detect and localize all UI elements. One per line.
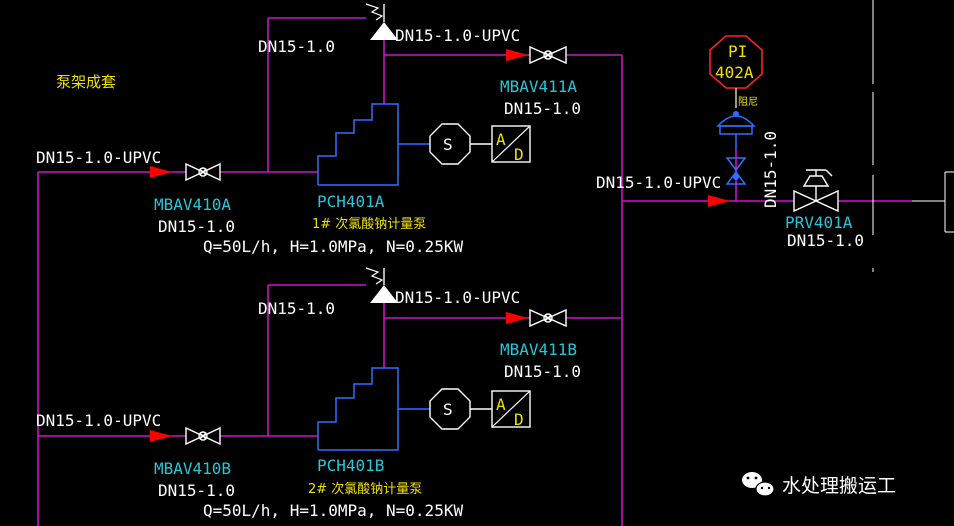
ad-label-b-d: D bbox=[514, 410, 524, 429]
ad-label-a-d: D bbox=[514, 145, 524, 164]
valve-mbav411b-icon bbox=[529, 308, 567, 328]
prv-tag: PRV401A bbox=[785, 213, 853, 232]
pipe-network bbox=[37, 17, 912, 526]
flow-arrow-inlet-a bbox=[150, 166, 172, 178]
motor-label-b: S bbox=[443, 400, 453, 419]
skid-note: 泵架成套 bbox=[56, 73, 116, 91]
watermark-text: 水处理搬运工 bbox=[782, 475, 896, 497]
flow-arrow-outlet-b bbox=[506, 312, 528, 324]
bypass-spec-b: DN15-1.0 bbox=[258, 299, 335, 318]
motor-label-a: S bbox=[443, 135, 453, 154]
inlet-spec-b: DN15-1.0-UPVC bbox=[36, 411, 161, 430]
valve-mbav410b-icon bbox=[185, 426, 221, 446]
inlet-spec-a: DN15-1.0-UPVC bbox=[36, 148, 161, 167]
pump-duty-b: Q=50L/h, H=1.0MPa, N=0.25KW bbox=[203, 501, 463, 520]
valve-size-mbav411b: DN15-1.0 bbox=[504, 362, 581, 381]
valve-size-mbav410b: DN15-1.0 bbox=[158, 481, 235, 500]
valve-size-mbav410a: DN15-1.0 bbox=[158, 217, 235, 236]
pressure-gauge-pi402a-icon bbox=[709, 35, 763, 89]
safety-valve-a-icon bbox=[365, 3, 398, 40]
ad-box-a-icon bbox=[491, 125, 531, 163]
pump-pch401b-icon bbox=[317, 367, 430, 451]
valve-mbav410a-icon bbox=[185, 162, 221, 182]
prv-valve-icon bbox=[793, 169, 839, 213]
flow-arrows bbox=[150, 49, 730, 442]
safety-valve-b-icon bbox=[365, 267, 398, 303]
wechat-icon bbox=[742, 472, 775, 497]
gauge-code: PI bbox=[728, 42, 747, 61]
pump-duty-a: Q=50L/h, H=1.0MPa, N=0.25KW bbox=[203, 237, 463, 256]
safety-line-spec-a: DN15-1.0-UPVC bbox=[395, 26, 520, 45]
ad-box-b-icon bbox=[491, 390, 531, 428]
valve-mbav411a-icon bbox=[529, 45, 567, 65]
safety-line-spec-b: DN15-1.0-UPVC bbox=[395, 288, 520, 307]
ad-label-b-a: A bbox=[496, 395, 506, 414]
valve-size-mbav411a: DN15-1.0 bbox=[504, 99, 581, 118]
motor-a-icon bbox=[429, 123, 492, 165]
valve-tag-mbav410b: MBAV410B bbox=[154, 459, 231, 478]
damper-label: 阻尼 bbox=[738, 96, 758, 108]
damper-icon bbox=[716, 111, 756, 185]
flow-arrow-header bbox=[708, 195, 730, 207]
valve-tag-mbav411b: MBAV411B bbox=[500, 340, 577, 359]
flow-arrow-outlet-a bbox=[506, 49, 528, 61]
pump-tag-pch401a: PCH401A bbox=[317, 192, 385, 211]
flow-arrow-inlet-b bbox=[150, 430, 172, 442]
ball-valves bbox=[185, 45, 567, 446]
ad-label-a-a: A bbox=[496, 130, 506, 149]
pump-tag-pch401b: PCH401B bbox=[317, 456, 384, 475]
header-spec: DN15-1.0-UPVC bbox=[596, 173, 721, 192]
branch-spec: DN15-1.0 bbox=[761, 131, 780, 208]
pump-name-b: 2# 次氯酸钠计量泵 bbox=[308, 481, 422, 497]
gauge-number: 402A bbox=[715, 63, 754, 82]
pump-name-a: 1# 次氯酸钠计量泵 bbox=[312, 216, 426, 232]
valve-tag-mbav410a: MBAV410A bbox=[154, 195, 231, 214]
bypass-spec-a: DN15-1.0 bbox=[258, 37, 335, 56]
valve-tag-mbav411a: MBAV411A bbox=[500, 77, 577, 96]
right-boundary bbox=[872, 0, 954, 272]
pump-pch401a-icon bbox=[317, 103, 430, 186]
motor-b-icon bbox=[429, 388, 492, 430]
prv-size: DN15-1.0 bbox=[787, 231, 864, 250]
